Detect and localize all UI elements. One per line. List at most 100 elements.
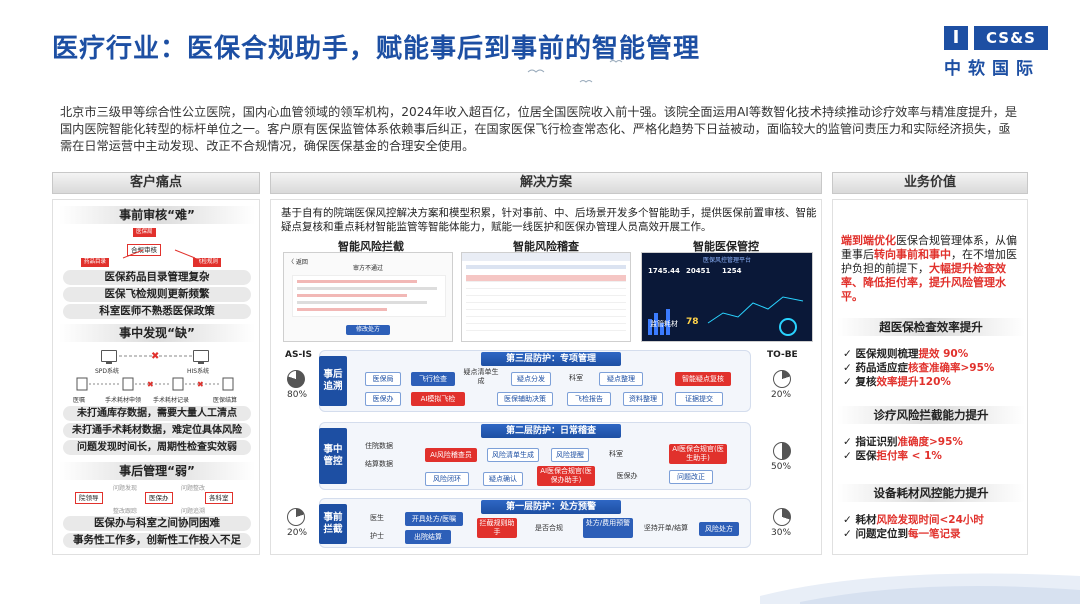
flow-node: 风险提醒	[551, 448, 589, 462]
asis-percent: 80%	[287, 390, 308, 400]
side-label: 事中管控	[319, 428, 347, 484]
flow-node: 疑点分发	[511, 372, 551, 386]
mini-label: 问题整改	[181, 485, 206, 492]
value-section-title: 设备耗材风控能力提升	[837, 484, 1025, 502]
logo-brand: CS&S	[974, 26, 1048, 50]
flow-node: 疑点确认	[483, 472, 523, 486]
flow-node: AI风险稽查员	[425, 448, 477, 462]
flow-node: 医保办	[616, 472, 638, 480]
flow-node: AI模拟飞检	[411, 392, 465, 406]
logo-mark: I	[944, 26, 968, 50]
diagram-lines-icon	[122, 249, 196, 259]
solution-panel: 基于自有的院端医保风控解决方案和模型积累，针对事前、中、后场景开发多个智能助手，…	[270, 199, 822, 555]
flow-node: 证据提交	[675, 392, 723, 406]
modify-prescription-button[interactable]: 修改处方	[346, 325, 390, 335]
bird-decoration-icon	[527, 60, 623, 83]
dashboard-title: 医保风控管理平台	[702, 257, 751, 264]
pie-icon	[287, 508, 305, 526]
flow-node: 疑点清单生成	[463, 368, 499, 385]
pie-icon	[773, 508, 791, 526]
sys-label: HIS系统	[187, 368, 210, 375]
value-statement: 端到端优化医保合规管理体系，从偏重事后转向事前和事中，在不增加医护负担的前提下，…	[841, 234, 1017, 303]
role-box: 各科室	[205, 492, 233, 504]
tobe-percent: 20%	[771, 390, 792, 400]
value-panel: 端到端优化医保合规管理体系，从偏重事后转向事前和事中，在不增加医护负担的前提下，…	[832, 199, 1028, 555]
dash-big-num: 78	[686, 317, 699, 327]
section-title-during: 事中发现“缺”	[59, 324, 255, 342]
dashboard-charts-icon	[648, 296, 804, 336]
sub-label: 手术耗材申领	[105, 397, 142, 404]
flow-node: 开具处方/医嘱	[405, 512, 463, 526]
page-title: 医疗行业：医保合规助手，赋能事后到事前的智能管理	[52, 34, 701, 64]
pain-item: 科室医师不熟悉医保政策	[63, 304, 251, 319]
svg-text:✖: ✖	[197, 380, 204, 389]
mini-label: 问题发现	[113, 485, 138, 492]
monitor-icon	[101, 350, 117, 364]
back-link[interactable]: 〈 返回	[288, 259, 308, 266]
layer-bar: 第二层防护：日常稽查	[481, 424, 621, 438]
sub-label: 手术耗材记录	[153, 397, 190, 404]
value-item: ✓ 问题定位到每一笔记录	[843, 528, 961, 540]
sub-label: 医保结算	[213, 397, 238, 404]
flow-node: 疑点整理	[599, 372, 643, 386]
section-title-before: 事前审核“难”	[59, 206, 255, 224]
asis-percent: 20%	[287, 528, 308, 538]
pain-item: 医保药品目录管理复杂	[63, 270, 251, 285]
wave-decoration-icon	[760, 573, 1080, 604]
value-item: ✓ 医保拒付率 < 1%	[843, 450, 942, 462]
shot-label: 智能风险稽查	[513, 240, 579, 253]
screenshot-control-dashboard: 医保风控管理平台 1745.44 20451 1254 监管耗材 78	[641, 252, 813, 342]
section-title-after: 事后管理“弱”	[59, 462, 255, 480]
mini-label: 问题追溯	[181, 508, 206, 515]
side-label: 事前拦截	[319, 504, 347, 544]
logo-cn: 中软国际	[944, 59, 1040, 79]
sys-label: SPD系统	[95, 368, 120, 375]
column-header-pain: 客户痛点	[52, 172, 260, 194]
flow-node: 医保辅助决策	[497, 392, 553, 406]
flow-node: 飞检报告	[567, 392, 611, 406]
solution-text: 基于自有的院端医保风控解决方案和模型积累，针对事前、中、后场景开发多个智能助手，…	[281, 207, 817, 233]
screenshot-risk-intercept: 〈 返回 审方不通过 修改处方	[283, 252, 453, 342]
flow-node: 问题改正	[669, 470, 713, 484]
flow-node: 处方/费用预警	[583, 518, 633, 538]
flow-node: 拦截规则助手	[477, 518, 517, 538]
pain-item: 医保飞检规则更新频繁	[63, 287, 251, 302]
monitor-icon	[193, 350, 209, 364]
shot-content	[292, 275, 446, 317]
screenshot-risk-audit	[461, 252, 631, 342]
value-item: ✓ 医保规则梳理提效 90%	[843, 348, 969, 360]
tobe-percent: 30%	[771, 528, 792, 538]
pain-points-panel: 事前审核“难” 医保局 合规审核 药品目录 飞检规则 医保药品目录管理复杂 医保…	[52, 199, 260, 555]
dash-big-label: 监管耗材	[650, 320, 678, 328]
broken-link-icon: ✖	[119, 351, 193, 362]
pain-item: 事务性工作多，创新性工作投入不足	[63, 533, 251, 548]
pie-icon	[773, 442, 791, 460]
svg-text:✖: ✖	[147, 380, 154, 389]
dash-num: 1745.44	[648, 267, 680, 275]
sub-label: 医嘱	[73, 397, 86, 404]
value-section-title: 超医保检查效率提升	[837, 318, 1025, 336]
value-item: ✓ 耗材风险发现时间<24小时	[843, 514, 984, 526]
dash-num: 1254	[722, 267, 742, 275]
role-box: 医保办	[145, 492, 173, 504]
flow-node: 风险处方	[699, 522, 739, 536]
pie-icon	[287, 370, 305, 388]
value-item: ✓ 复核效率提升120%	[843, 376, 951, 388]
flow-node: 科室	[569, 374, 583, 382]
shot-label: 智能医保管控	[693, 240, 759, 253]
layer-bar: 第三层防护：专项管理	[481, 352, 621, 366]
flow-node: 护士	[370, 532, 384, 540]
dash-num: 20451	[686, 267, 711, 275]
asis-label: AS-IS	[285, 350, 313, 360]
tag-drug-list: 药品目录	[81, 258, 110, 267]
shot-head: 审方不通过	[352, 265, 383, 272]
flow-node: AI医保合规官(医保办助手)	[537, 466, 595, 486]
flow-node: 结算数据	[365, 460, 393, 468]
flow-node: 医保局	[365, 372, 401, 386]
column-header-value: 业务价值	[832, 172, 1028, 194]
flow-node: 出院结算	[405, 530, 451, 544]
flow-node: 资料整理	[623, 392, 663, 406]
tobe-label: TO-BE	[767, 350, 798, 360]
column-header-solution: 解决方案	[270, 172, 822, 194]
flow-node: AI医保合规官(医生助手)	[669, 444, 727, 464]
